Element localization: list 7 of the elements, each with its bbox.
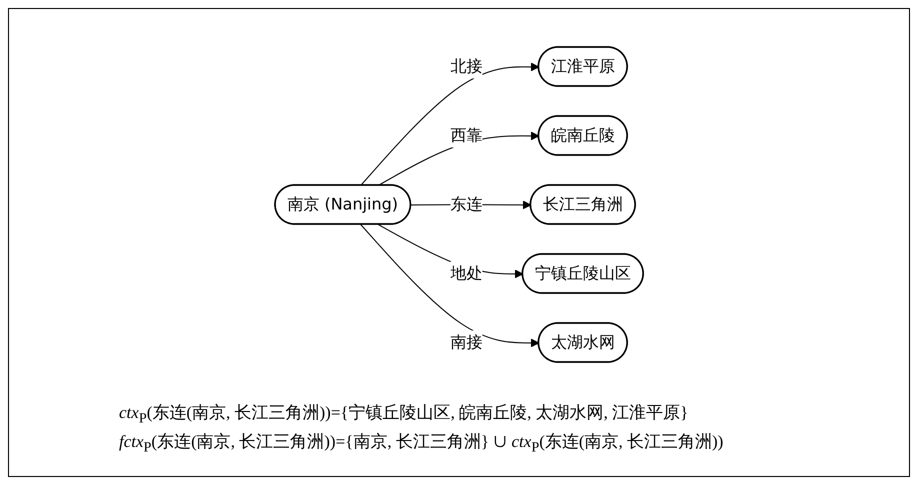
edge-label: 地处: [450, 263, 482, 282]
edge-label: 西靠: [450, 125, 482, 144]
formula-text: ctx$_{P}$(东连(南京, 长江三角洲))={宁镇丘陵山区, 皖南丘陵, 太湖水网, 江淮平原}: [119, 402, 690, 428]
edge-label: 北接: [450, 56, 482, 76]
edge-label: 南接: [450, 332, 482, 352]
edge-label: 东连: [450, 194, 482, 214]
formula-text: fctx$_{P}$(东连(南京, 长江三角洲))={南京, 长江三角洲} ∪ ctx$_{P}$(东连(南京, 长江三角洲)): [119, 431, 724, 458]
